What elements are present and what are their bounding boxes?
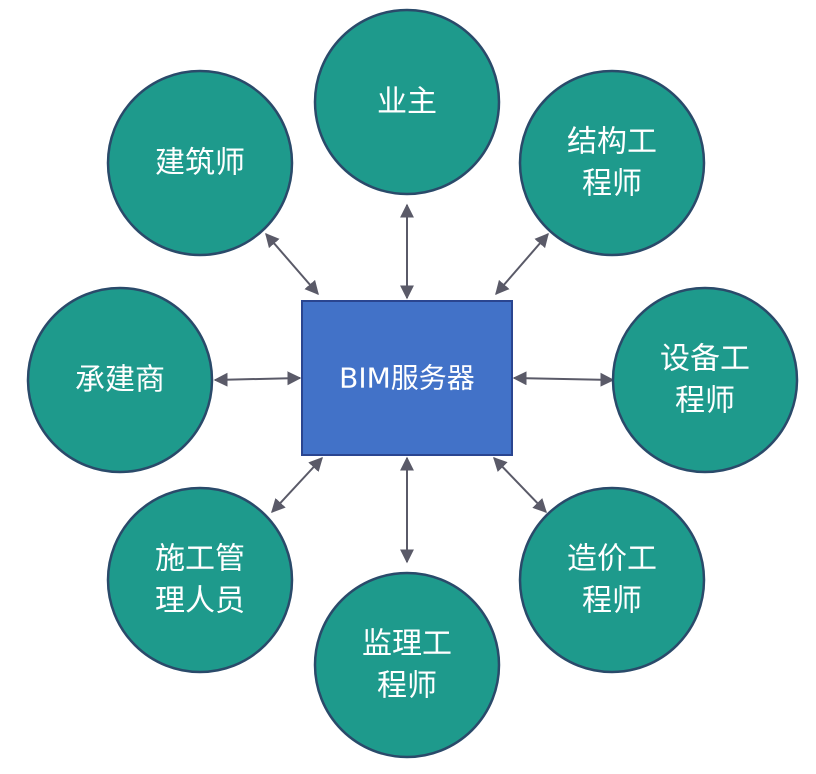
node-label-structural-engineer-line-2: 程师 [582, 167, 642, 202]
node-circle-architect [106, 69, 294, 257]
node-circle-structural-engineer [518, 69, 706, 257]
node-label-supervision-engineer-line-2: 程师 [377, 669, 437, 704]
connector-structural-engineer [495, 232, 549, 296]
node-circle-contractor [26, 286, 214, 474]
node-label-architect-line-1: 建筑师 [155, 146, 245, 181]
node-label-equipment-engineer-line-1: 设备工 [660, 342, 750, 377]
node-circle-owner [313, 8, 501, 196]
node-label-equipment-engineer-line-2: 程师 [675, 384, 735, 419]
node-label-cost-engineer-line-2: 程师 [582, 584, 642, 619]
node-circle-construction-manager [106, 486, 294, 674]
node-circle-equipment-engineer [611, 286, 799, 474]
node-label-construction-manager-line-1: 施工管 [155, 542, 245, 577]
hub-label: BIM服务器 [339, 362, 475, 395]
connector-cost-engineer [493, 456, 547, 514]
node-label-structural-engineer-line-1: 结构工 [567, 125, 657, 160]
node-label-construction-manager-line-2: 理人员 [155, 584, 245, 619]
hub: BIM服务器 [301, 300, 513, 456]
node-label-supervision-engineer-line-1: 监理工 [362, 627, 452, 662]
node-architect: 建筑师 [106, 69, 294, 257]
node-owner: 业主 [313, 8, 501, 196]
node-circle-cost-engineer [518, 486, 706, 674]
connector-contractor [213, 371, 302, 387]
node-label-contractor-line-1: 承建商 [75, 363, 165, 398]
node-circle-supervision-engineer [313, 571, 501, 759]
hub-box [301, 300, 513, 456]
connectors [213, 203, 615, 564]
connector-equipment-engineer [512, 371, 615, 387]
node-contractor: 承建商 [26, 286, 214, 474]
connector-architect [265, 232, 319, 296]
node-label-owner-line-1: 业主 [377, 85, 437, 120]
connector-construction-manager [271, 456, 323, 514]
node-label-cost-engineer-line-1: 造价工 [567, 542, 657, 577]
